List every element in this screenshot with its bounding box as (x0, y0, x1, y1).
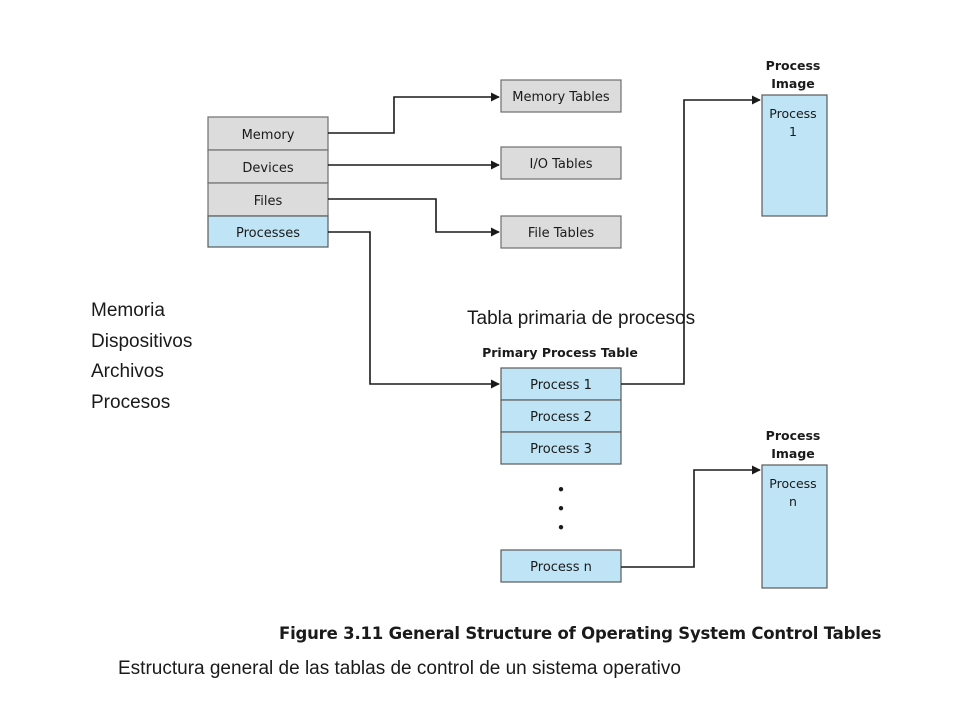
primary-table-header: Primary Process Table (482, 345, 638, 360)
arrow-processes-to-primary-table (328, 231, 500, 389)
primary-row-process-2: Process 2 (500, 399, 622, 433)
figure-caption: Figure 3.11 General Structure of Operati… (279, 624, 882, 643)
process-image-body-line: Process (769, 106, 816, 121)
primary-table: Process 1 Process 2 Process 3 • • • Proc… (500, 367, 622, 583)
primary-row-process-1: Process 1 (500, 367, 622, 401)
spanish-label-dispositivos: Dispositivos (91, 330, 193, 352)
table-box-files: File Tables (500, 215, 622, 249)
process-image-body-line: n (789, 494, 797, 509)
spanish-caption: Estructura general de las tablas de cont… (118, 658, 681, 679)
table-label-memory: Memory Tables (512, 90, 610, 105)
spanish-primary-table-label: Tabla primaria de procesos (467, 308, 696, 329)
table-label-io: I/O Tables (530, 157, 593, 172)
primary-row-process-3: Process 3 (500, 431, 622, 465)
stack-label-files: Files (254, 194, 283, 209)
stack-box-memory: Memory (207, 116, 329, 151)
table-box-memory: Memory Tables (500, 79, 622, 113)
process-image-n: Process Image Process n (761, 428, 828, 589)
process-image-1: Process Image Process 1 (761, 58, 828, 217)
table-box-io: I/O Tables (500, 146, 622, 180)
process-image-header-line: Image (771, 446, 815, 461)
stack-label-processes: Processes (236, 226, 300, 241)
spanish-label-list: Memoria Dispositivos Archivos Procesos (91, 296, 192, 418)
stack-box-processes: Processes (207, 215, 329, 248)
process-image-header-line: Image (771, 76, 815, 91)
process-image-header-line: Process (766, 58, 821, 73)
table-label-files: File Tables (528, 226, 595, 241)
process-image-body-line: 1 (789, 124, 797, 139)
process-image-body-line: Process (769, 476, 816, 491)
primary-row-label: Process n (530, 560, 592, 575)
primary-row-label: Process 2 (530, 410, 592, 425)
spanish-label-memoria: Memoria (91, 300, 165, 321)
primary-row-process-n: Process n (500, 549, 622, 583)
arrow-files-to-file-tables (328, 198, 500, 237)
left-stack: Memory Devices Files Processes (207, 116, 329, 248)
primary-row-label: Process 3 (530, 442, 592, 457)
arrow-memory-to-memory-tables (328, 92, 500, 134)
arrow-process-1-to-image-1 (621, 95, 761, 385)
stack-label-devices: Devices (242, 161, 293, 176)
stack-box-files: Files (207, 182, 329, 217)
spanish-label-archivos: Archivos (91, 361, 164, 382)
ellipsis-dot: • (557, 482, 565, 497)
spanish-label-procesos: Procesos (91, 391, 171, 413)
ellipsis-dots: • • • (557, 482, 565, 535)
process-image-header-line: Process (766, 428, 821, 443)
stack-box-devices: Devices (207, 149, 329, 184)
primary-row-label: Process 1 (530, 378, 592, 393)
ellipsis-dot: • (557, 501, 565, 516)
ellipsis-dot: • (557, 520, 565, 535)
arrow-process-n-to-image-n (621, 465, 761, 568)
stack-label-memory: Memory (242, 128, 295, 143)
